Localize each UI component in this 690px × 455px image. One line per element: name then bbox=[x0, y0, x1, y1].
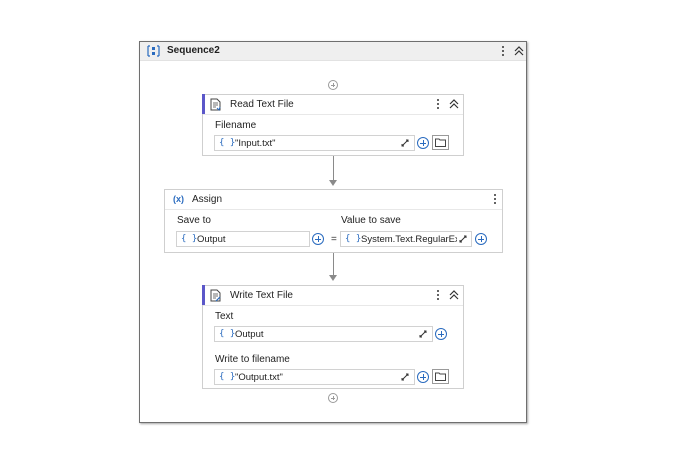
value-to-save-add-button[interactable] bbox=[475, 233, 487, 245]
write-filename-add-button[interactable] bbox=[417, 371, 429, 383]
sequence-header[interactable]: Sequence2 bbox=[140, 42, 526, 61]
card-accent bbox=[202, 285, 205, 305]
read-text-file-activity[interactable]: Read Text File Filename { } "Input.txt" bbox=[202, 94, 464, 156]
expand-editor-icon[interactable] bbox=[401, 373, 409, 381]
expression-braces-icon: { } bbox=[219, 329, 236, 339]
browse-folder-button[interactable] bbox=[432, 369, 449, 384]
value-to-save-input[interactable]: { } System.Text.RegularEx bbox=[340, 231, 472, 247]
write-text-file-title: Write Text File bbox=[230, 290, 293, 301]
filename-label: Filename bbox=[215, 120, 257, 131]
browse-folder-button[interactable] bbox=[432, 135, 449, 150]
assign-more-icon[interactable] bbox=[492, 193, 498, 205]
expression-braces-icon: { } bbox=[219, 138, 236, 148]
write-filename-value: "Output.txt" bbox=[235, 372, 283, 383]
flow-arrow-icon bbox=[329, 275, 337, 281]
assign-activity[interactable]: (x) Assign Save to { } Output = Value to… bbox=[164, 189, 503, 253]
read-text-file-collapse-icon[interactable] bbox=[449, 99, 459, 109]
folder-icon bbox=[435, 372, 446, 381]
write-text-file-collapse-icon[interactable] bbox=[449, 290, 459, 300]
value-to-save-label: Value to save bbox=[341, 215, 401, 226]
add-activity-bottom-icon[interactable] bbox=[328, 393, 338, 403]
text-label: Text bbox=[215, 311, 234, 322]
equals-sign: = bbox=[331, 234, 337, 245]
expand-editor-icon[interactable] bbox=[419, 330, 427, 338]
folder-icon bbox=[435, 138, 446, 147]
read-text-file-more-icon[interactable] bbox=[435, 98, 441, 110]
write-text-file-activity[interactable]: Write Text File Text { } Output Write to… bbox=[202, 285, 464, 389]
assign-icon: (x) bbox=[173, 194, 184, 204]
read-file-icon bbox=[210, 98, 221, 111]
text-add-button[interactable] bbox=[435, 328, 447, 340]
text-input[interactable]: { } Output bbox=[214, 326, 433, 342]
add-activity-top-icon[interactable] bbox=[328, 80, 338, 90]
flow-connector bbox=[333, 156, 334, 181]
expression-braces-icon: { } bbox=[219, 372, 236, 382]
save-to-label: Save to bbox=[177, 215, 211, 226]
sequence-collapse-icon[interactable] bbox=[514, 46, 524, 56]
save-to-input[interactable]: { } Output bbox=[176, 231, 310, 247]
assign-header[interactable]: (x) Assign bbox=[165, 190, 502, 210]
read-text-file-title: Read Text File bbox=[230, 99, 294, 110]
flow-arrow-icon bbox=[329, 180, 337, 186]
value-to-save-value: System.Text.RegularEx bbox=[361, 234, 457, 245]
sequence-more-icon[interactable] bbox=[500, 45, 506, 57]
sequence-container[interactable]: Sequence2 Read Text File Filename { } "I… bbox=[139, 41, 527, 423]
text-value: Output bbox=[235, 329, 264, 340]
filename-add-button[interactable] bbox=[417, 137, 429, 149]
write-text-file-more-icon[interactable] bbox=[435, 289, 441, 301]
save-to-add-button[interactable] bbox=[312, 233, 324, 245]
sequence-title: Sequence2 bbox=[167, 45, 220, 56]
expand-editor-icon[interactable] bbox=[401, 139, 409, 147]
read-text-file-header[interactable]: Read Text File bbox=[202, 94, 463, 115]
flow-connector bbox=[333, 253, 334, 276]
expand-editor-icon[interactable] bbox=[459, 235, 467, 243]
write-text-file-header[interactable]: Write Text File bbox=[202, 285, 463, 306]
filename-input[interactable]: { } "Input.txt" bbox=[214, 135, 415, 151]
write-to-filename-label: Write to filename bbox=[215, 354, 290, 365]
card-accent bbox=[202, 94, 205, 114]
save-to-value: Output bbox=[197, 234, 226, 245]
expression-braces-icon: { } bbox=[345, 234, 362, 244]
write-filename-input[interactable]: { } "Output.txt" bbox=[214, 369, 415, 385]
sequence-icon bbox=[147, 45, 160, 57]
write-file-icon bbox=[210, 289, 221, 302]
filename-value: "Input.txt" bbox=[235, 138, 276, 149]
expression-braces-icon: { } bbox=[181, 234, 198, 244]
assign-title: Assign bbox=[192, 194, 223, 205]
